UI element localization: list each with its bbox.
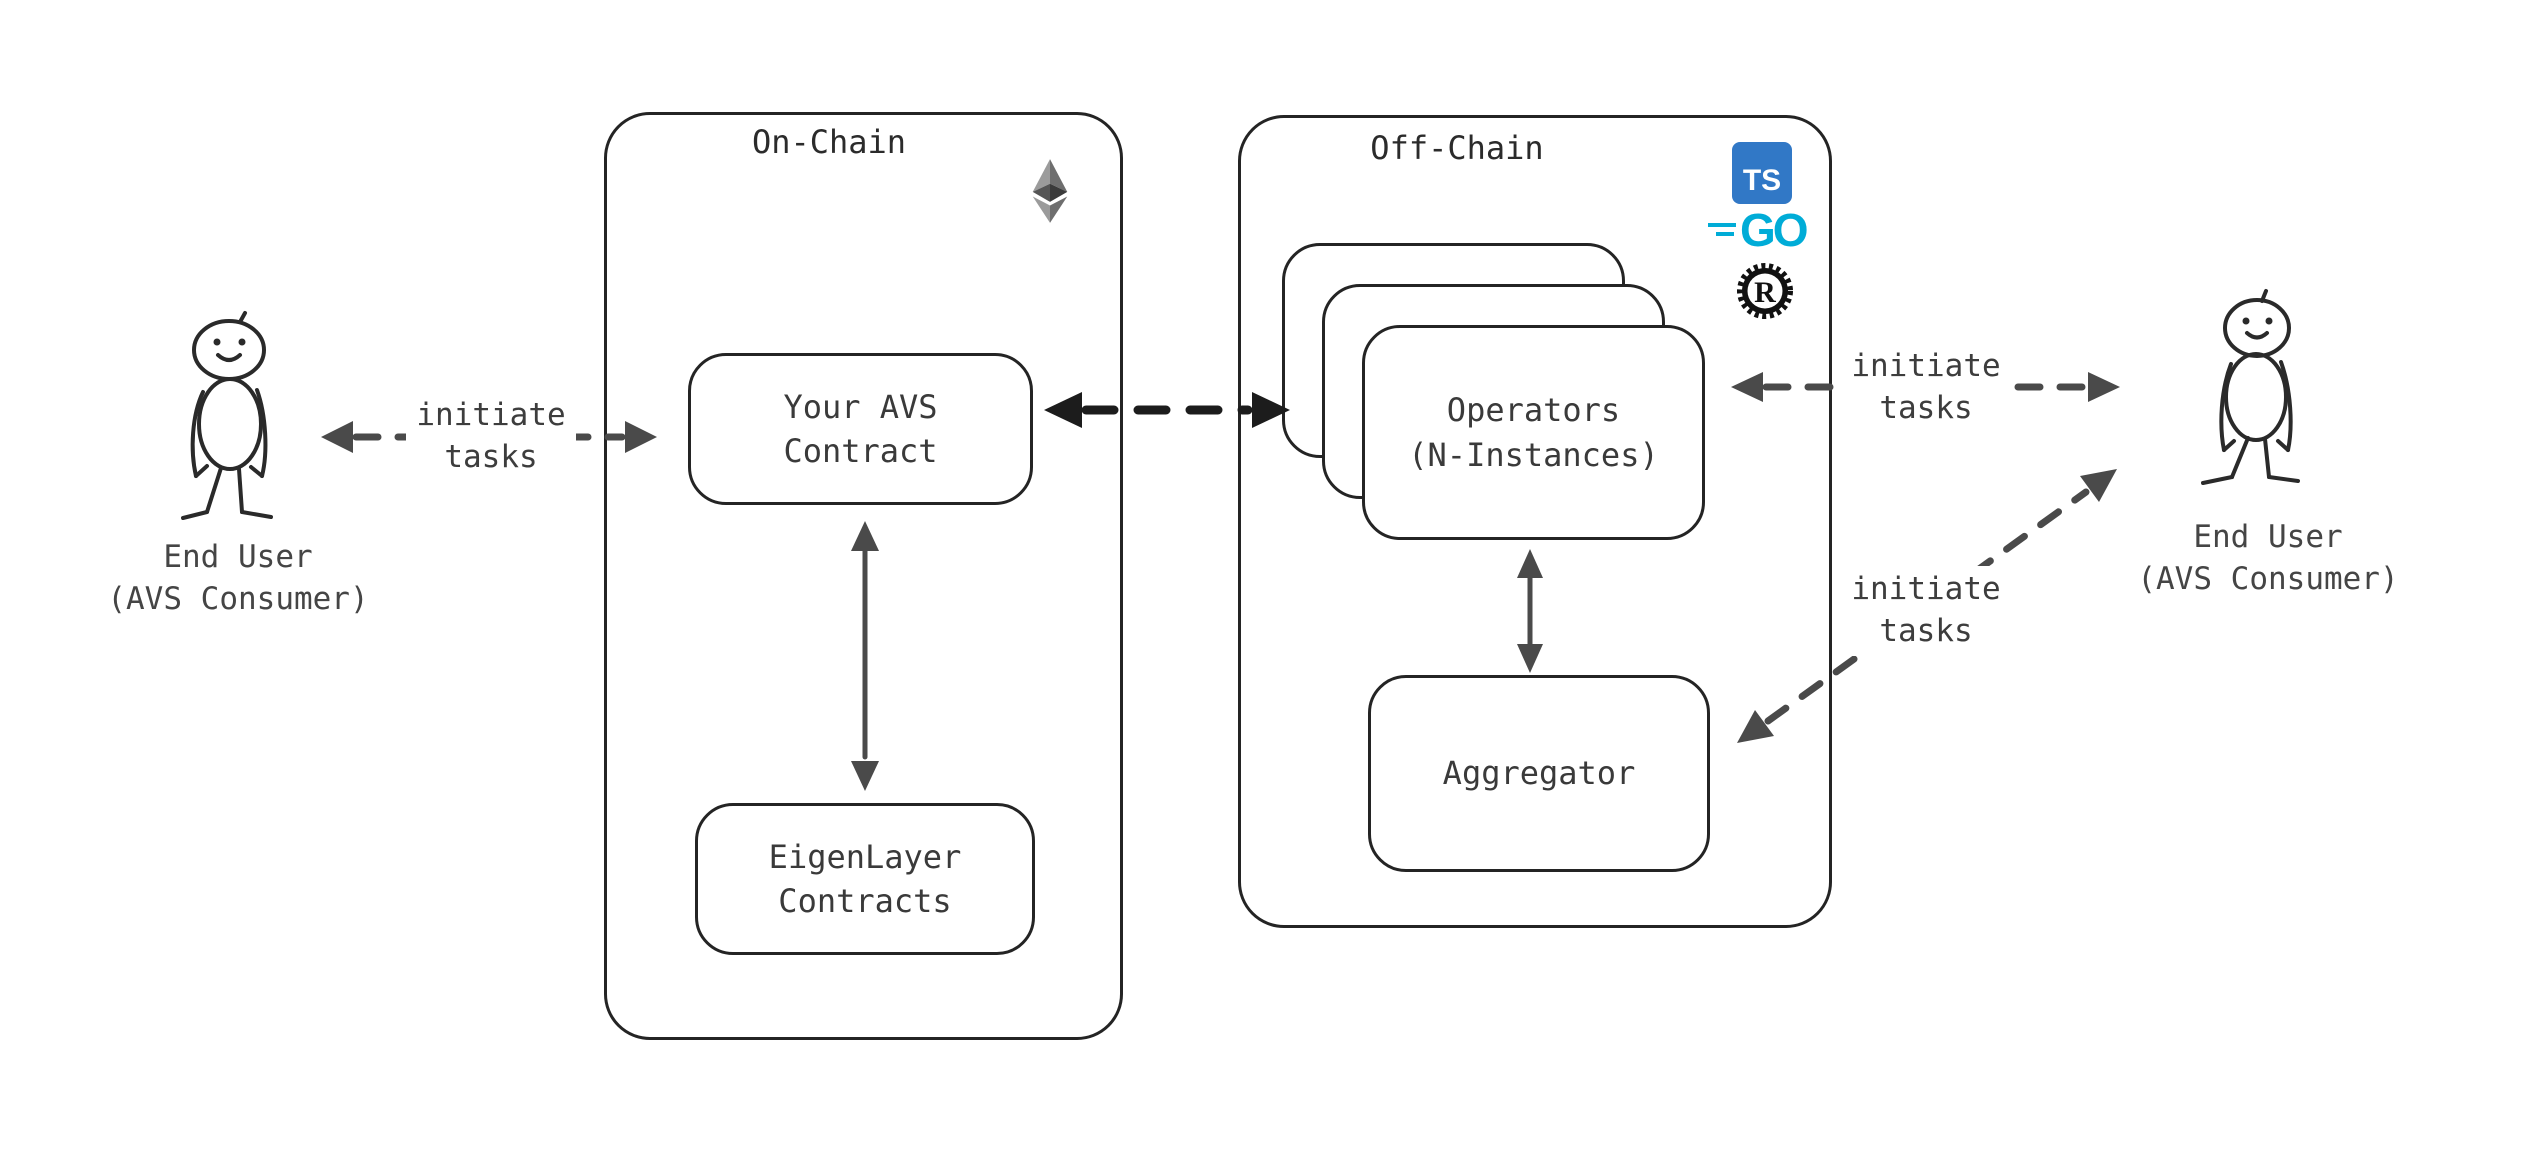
- avs-contract-box: [688, 353, 1033, 505]
- typescript-icon-text: TS: [1742, 164, 1782, 197]
- off-chain-title: Off-Chain: [1370, 129, 1544, 167]
- rust-icon: R: [1737, 263, 1793, 319]
- go-icon: GO: [1706, 204, 1809, 256]
- initiate-tasks-label-left: initiate tasks: [406, 392, 576, 482]
- initiate-tasks-label-right: initiate tasks: [1841, 343, 2011, 433]
- go-icon-speedlines: [1708, 223, 1736, 236]
- aggregator-box: [1368, 675, 1710, 872]
- eigenlayer-contracts-box: [695, 803, 1035, 955]
- initiate-tasks-label-diagonal: initiate tasks: [1841, 566, 2011, 656]
- ethereum-icon: [1032, 159, 1068, 223]
- right-end-user-figure: [2201, 289, 2300, 485]
- right-end-user-label: End User (AVS Consumer): [2137, 519, 2399, 597]
- left-end-user-label: End User (AVS Consumer): [107, 539, 369, 617]
- rust-icon-text: R: [1754, 276, 1776, 309]
- typescript-icon: TS: [1732, 142, 1792, 204]
- go-icon-text: GO: [1740, 204, 1809, 256]
- left-end-user-figure: [181, 311, 273, 520]
- on-chain-title: On-Chain: [751, 123, 907, 161]
- operators-box: [1362, 325, 1705, 540]
